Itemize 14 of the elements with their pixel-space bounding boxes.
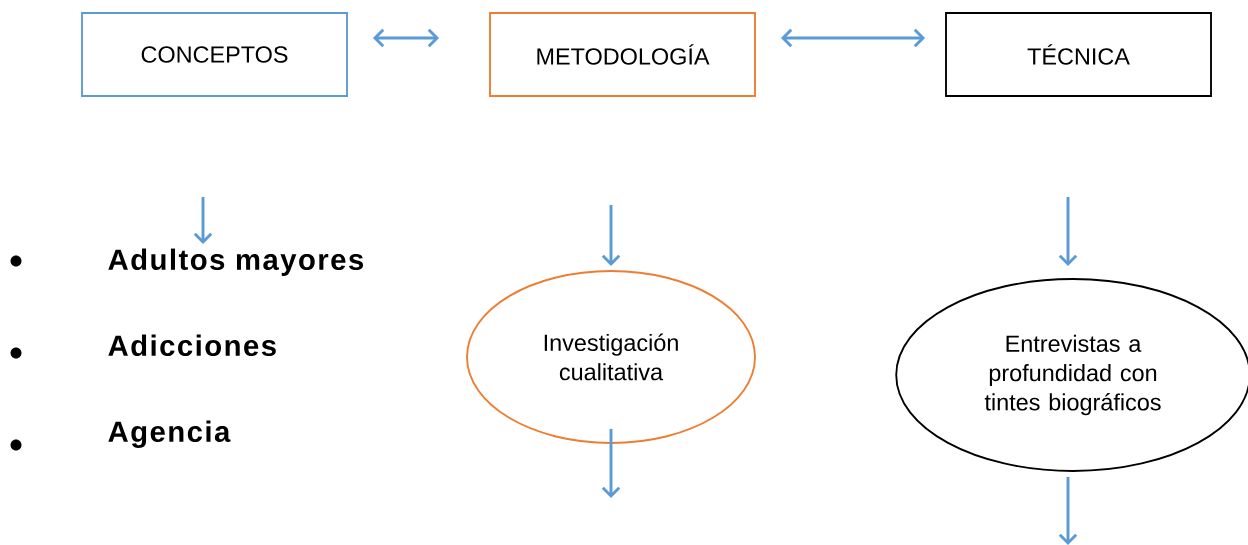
ellipse-node: Investigación cualitativa [466, 270, 756, 444]
arrow [372, 28, 440, 48]
list-item: Adultos mayores [108, 248, 363, 276]
arrow [1058, 476, 1078, 545]
concept-box: TÉCNICA [945, 12, 1212, 97]
list-item: Adicciones [108, 334, 276, 357]
concept-box: METODOLOGÍA [489, 12, 756, 97]
arrow [601, 205, 621, 267]
arrow [780, 28, 926, 48]
arrow [193, 197, 213, 244]
arrow [601, 428, 621, 498]
arrow [1058, 197, 1078, 267]
concept-box: CONCEPTOS [81, 12, 348, 97]
list-item: Agencia [108, 420, 231, 448]
